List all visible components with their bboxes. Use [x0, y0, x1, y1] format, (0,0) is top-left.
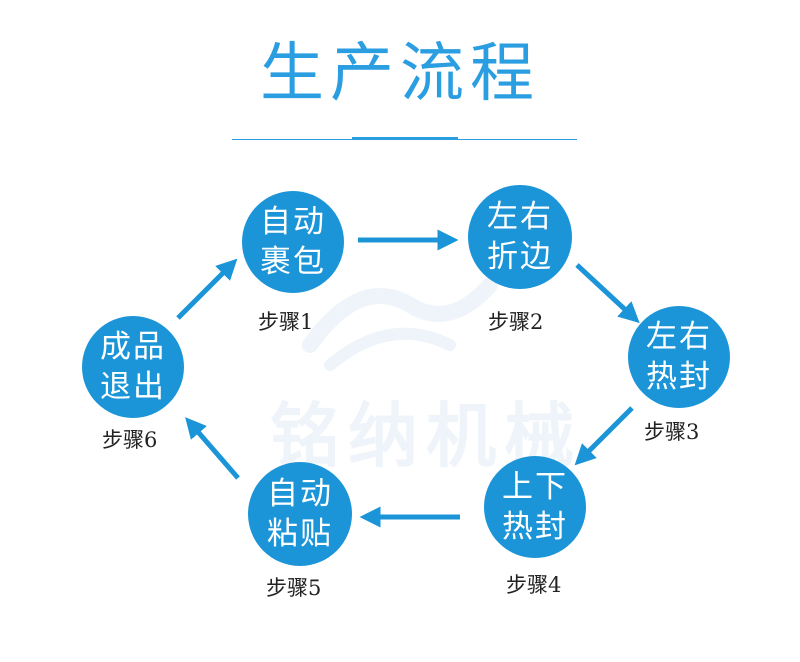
step3-line2: 热封	[646, 359, 712, 395]
watermark-logo-icon	[302, 277, 498, 371]
step1-label: 步骤1	[258, 310, 314, 334]
arrow-step2-to-step3	[575, 263, 640, 324]
step2-line1: 左右	[487, 199, 553, 235]
step5-circle: 自动 粘贴	[248, 462, 352, 566]
step4-line2: 热封	[502, 509, 568, 545]
step2-circle: 左右 折边	[468, 185, 572, 289]
step6-line1: 成品	[100, 329, 166, 365]
step4-circle: 上下 热封	[484, 456, 586, 558]
step3-line1: 左右	[646, 319, 712, 355]
step6-label: 步骤6	[102, 428, 158, 452]
step3-circle: 左右 热封	[628, 306, 730, 408]
page-title: 生产流程	[260, 37, 540, 111]
step1-circle: 自动 裹包	[242, 191, 344, 293]
step6-line2: 退出	[100, 369, 166, 405]
step3-label: 步骤3	[644, 420, 700, 444]
arrow-step5-to-step6	[185, 417, 240, 480]
title-divider-accent	[352, 137, 458, 140]
step2-line2: 折边	[487, 239, 553, 275]
step4-line1: 上下	[502, 469, 568, 505]
arrow-step6-to-step1	[176, 258, 238, 320]
step5-line2: 粘贴	[267, 516, 333, 552]
step1-line1: 自动	[260, 204, 326, 240]
step2-label: 步骤2	[488, 310, 544, 334]
step4-label: 步骤4	[506, 573, 562, 597]
step5-label: 步骤5	[266, 576, 322, 600]
step1-line2: 裹包	[260, 244, 326, 280]
arrow-step3-to-step4	[574, 406, 634, 466]
step5-line1: 自动	[267, 476, 333, 512]
step6-circle: 成品 退出	[82, 316, 184, 418]
